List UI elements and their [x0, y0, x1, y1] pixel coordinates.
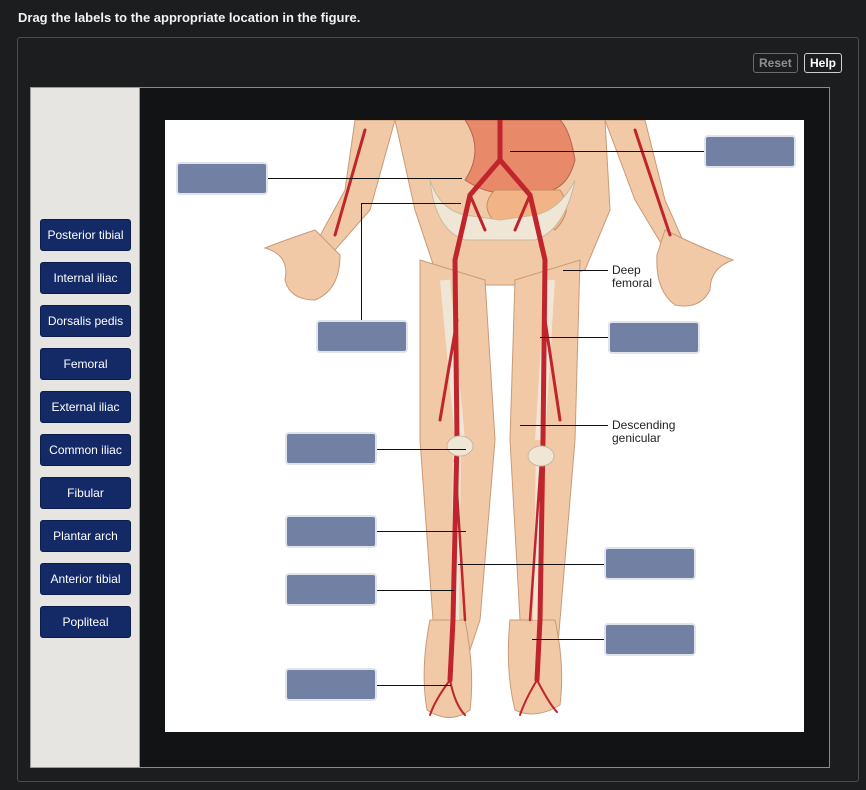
- drop-target-1[interactable]: [176, 162, 268, 195]
- label-popliteal[interactable]: Popliteal: [40, 606, 131, 638]
- lower-limb-arteries-figure: [165, 120, 804, 732]
- leader-line: [376, 531, 466, 532]
- drop-target-2[interactable]: [704, 135, 796, 168]
- leader-line: [540, 337, 610, 338]
- reset-button[interactable]: Reset: [753, 53, 798, 73]
- label-bank: Posterior tibial Internal iliac Dorsalis…: [30, 87, 140, 768]
- label-external-iliac[interactable]: External iliac: [40, 391, 131, 423]
- leader-line: [361, 203, 461, 204]
- label-common-iliac[interactable]: Common iliac: [40, 434, 131, 466]
- drop-target-9[interactable]: [604, 623, 696, 656]
- leader-line: [563, 270, 608, 271]
- label-anterior-tibial[interactable]: Anterior tibial: [40, 563, 131, 595]
- fixed-label-line: Deep: [612, 263, 641, 277]
- instruction-text: Drag the labels to the appropriate locat…: [18, 10, 361, 25]
- drop-target-3[interactable]: [316, 320, 408, 353]
- label-dorsalis-pedis[interactable]: Dorsalis pedis: [40, 305, 131, 337]
- label-plantar-arch[interactable]: Plantar arch: [40, 520, 131, 552]
- label-fibular[interactable]: Fibular: [40, 477, 131, 509]
- drop-target-6[interactable]: [285, 515, 377, 548]
- anatomy-illustration: [263, 120, 735, 718]
- leader-line: [520, 425, 608, 426]
- label-femoral[interactable]: Femoral: [40, 348, 131, 380]
- drop-target-7[interactable]: [604, 547, 696, 580]
- label-internal-iliac[interactable]: Internal iliac: [40, 262, 131, 294]
- leader-line: [376, 449, 466, 450]
- drop-target-5[interactable]: [285, 432, 377, 465]
- drop-target-10[interactable]: [285, 668, 377, 701]
- fixed-label-line: genicular: [612, 431, 661, 445]
- fixed-label-line: femoral: [612, 276, 653, 290]
- fixed-label-descending-genicular: Descending genicular: [612, 419, 675, 445]
- drop-target-4[interactable]: [608, 321, 700, 354]
- leader-line: [532, 639, 605, 640]
- fixed-label-line: Descending: [612, 418, 676, 432]
- fixed-label-deep-femoral: Deep femoral: [612, 264, 652, 290]
- leader-line: [458, 564, 605, 565]
- leader-line: [376, 590, 454, 591]
- leader-line: [510, 151, 705, 152]
- leader-line: [376, 685, 451, 686]
- label-posterior-tibial[interactable]: Posterior tibial: [40, 219, 131, 251]
- leader-line: [267, 178, 462, 179]
- help-button[interactable]: Help: [804, 53, 843, 73]
- leader-line: [361, 203, 362, 321]
- drop-target-8[interactable]: [285, 573, 377, 606]
